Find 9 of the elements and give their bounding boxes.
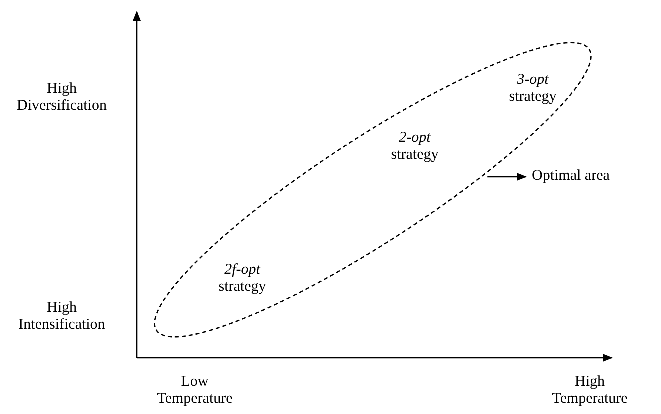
text-label: 2f-opt strategy xyxy=(205,262,280,298)
axis-label: High Diversification xyxy=(16,81,108,115)
axis-label: High Temperature xyxy=(551,374,629,408)
axis-label: Low Temperature xyxy=(156,374,234,408)
axis-label: High Intensification xyxy=(18,300,106,334)
text-label: Optimal area xyxy=(532,168,632,186)
arrow xyxy=(488,173,527,181)
text-label: 3-opt strategy xyxy=(498,72,568,108)
text-label: 2-opt strategy xyxy=(380,130,450,166)
